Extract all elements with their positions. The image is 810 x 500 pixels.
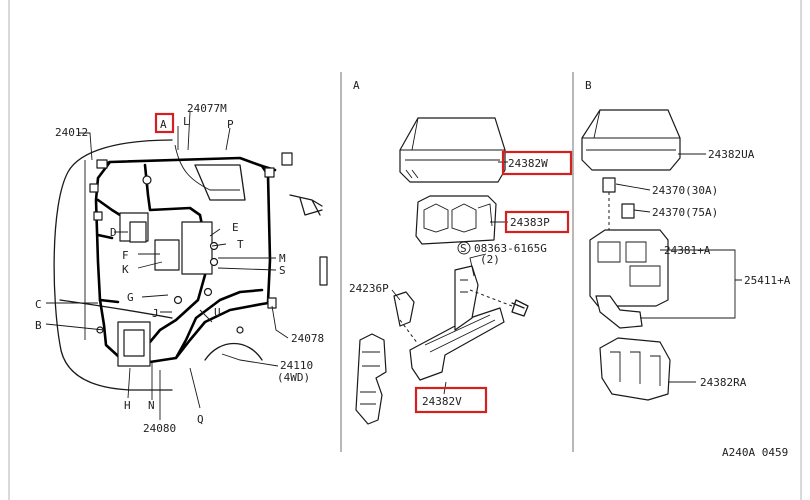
label-q: Q <box>197 413 204 426</box>
engine-compartment-view <box>45 111 328 420</box>
label-24382ra: 24382RA <box>700 376 747 389</box>
cover-24382w-detail <box>400 117 505 179</box>
label-24383p: 24383P <box>510 216 550 229</box>
label-24382v: 24382V <box>422 395 462 408</box>
ecu-h-inner <box>123 329 145 357</box>
grommet-4 <box>203 287 213 297</box>
highlight-24382v <box>414 386 488 414</box>
fuse-24370-75a <box>621 203 635 219</box>
grommet-6 <box>236 326 244 334</box>
bracket-24382ra-detail <box>610 351 661 386</box>
bracket-24382v <box>409 307 505 381</box>
harness-branch-left <box>96 198 122 304</box>
clip-24236p <box>355 333 387 425</box>
label-24078: 24078 <box>291 332 324 345</box>
body-outline-lower <box>59 299 173 319</box>
section-b-heading: B <box>585 79 592 92</box>
connector-p <box>281 152 293 166</box>
label-24370-75a: 24370(75A) <box>652 206 718 219</box>
label-j: J <box>152 307 159 320</box>
block-24383p-cells <box>423 203 493 233</box>
label-p: P <box>227 118 234 131</box>
screw-symbol-circle <box>457 241 471 255</box>
connector-left-1 <box>89 183 99 193</box>
label-24077m: 24077M <box>187 102 227 115</box>
label-u: U <box>214 306 221 319</box>
connector-right-top <box>264 167 275 178</box>
label-e: E <box>232 221 239 234</box>
label-4wd: (4WD) <box>277 371 310 384</box>
strut-tower <box>194 164 246 201</box>
section-b-parts <box>581 109 742 401</box>
grommet-1 <box>142 175 152 185</box>
inner-outline <box>84 144 240 340</box>
label-25411a: 25411+A <box>744 274 791 287</box>
label-24381a: 24381+A <box>664 244 711 257</box>
label-h: H <box>124 399 131 412</box>
label-24382ua: 24382UA <box>708 148 755 161</box>
harness-branch-right <box>260 164 272 304</box>
label-d: D <box>110 226 117 239</box>
highlight-24382w <box>501 150 573 176</box>
label-k: K <box>122 263 129 276</box>
grommet-5 <box>173 295 183 305</box>
cover-24382ua-detail <box>582 109 680 151</box>
label-g: G <box>127 291 134 304</box>
connector-left-2 <box>93 211 103 221</box>
diagram-code: A240A 0459 <box>722 446 788 459</box>
label-24110: 24110 <box>280 359 313 372</box>
section-a-parts <box>355 117 529 425</box>
section-b-leaders <box>615 153 742 383</box>
sensor-right <box>319 256 328 286</box>
callout-a-highlight <box>154 112 175 134</box>
fuse-box-main <box>181 221 213 275</box>
bracket-24382ra <box>599 337 671 401</box>
box-24381a-cells <box>597 241 661 287</box>
block-24383p <box>415 195 497 245</box>
connector-top-left <box>96 159 108 169</box>
section-a-heading: A <box>353 79 360 92</box>
label-f: F <box>122 249 129 262</box>
fuse-24370-30a <box>602 177 616 193</box>
screw-08363 <box>511 299 529 317</box>
label-24382w: 24382W <box>508 157 548 170</box>
fender-curve <box>204 343 263 361</box>
highlight-24383p <box>504 210 570 234</box>
label-24370-30a: 24370(30A) <box>652 184 718 197</box>
screw-symbol: S <box>460 242 467 255</box>
callout-a-label: A <box>160 118 167 131</box>
section-a-assembly-lines <box>399 289 513 345</box>
label-24012: 24012 <box>55 126 88 139</box>
box-24381a <box>589 229 669 307</box>
label-t: T <box>237 238 244 251</box>
bracket-25411a <box>595 295 643 329</box>
bracket-24382v-arm <box>454 265 479 331</box>
body-outline <box>53 139 173 391</box>
bracket-24382v-detail <box>424 279 496 353</box>
leaders-main <box>45 111 289 420</box>
label-n: N <box>148 399 155 412</box>
label-b: B <box>35 319 42 332</box>
label-l: L <box>183 115 190 128</box>
module-f <box>154 239 180 271</box>
label-08363-6165g: 08363-6165G <box>474 242 547 255</box>
cover-24382ua <box>581 109 681 171</box>
connector-cluster-right <box>289 194 323 216</box>
label-qty-2: (2) <box>480 253 500 266</box>
label-24236p: 24236P <box>349 282 389 295</box>
label-24080: 24080 <box>143 422 176 435</box>
clip-24236p-tab <box>393 291 415 327</box>
relay-block-d-2 <box>129 221 147 243</box>
label-m: M <box>279 252 286 265</box>
grommet-3 <box>209 257 219 267</box>
clip-24236p-detail <box>360 351 380 405</box>
label-c: C <box>35 298 42 311</box>
label-s: S <box>279 264 286 277</box>
